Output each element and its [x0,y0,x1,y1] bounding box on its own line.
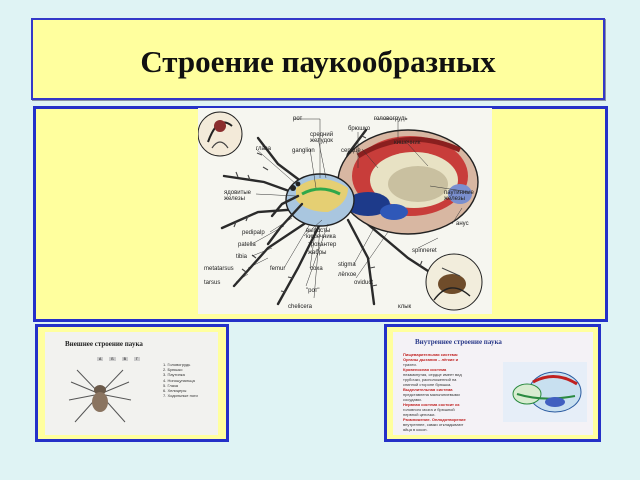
text-line: Кровеносная система [403,367,447,372]
text-line: яйца в кокон. [403,427,428,432]
external-structure-title: Внешнее строение паука [65,340,143,348]
list-item: 5. Глаза [163,382,178,388]
page-title: Строение паукообразных [140,44,496,79]
label-chelicera: chelicera [288,304,313,310]
label-metatarsus: metatarsus [204,266,234,272]
label-femur: femur [270,266,286,272]
cephalothorax [285,173,355,227]
text-line: Пищеварительная система: [403,352,459,357]
text-line: сосудами. [403,397,422,402]
text-line: внутреннее, самки откладывают [403,422,464,427]
list-item: 6. Хелицеры [163,387,187,393]
figure-letters: А Б В Г [97,357,140,361]
text-line: головного мозга и брюшной [403,407,455,412]
head-detail-inset [198,111,243,157]
figure-letter-v: В [121,357,128,361]
text-line: Органы дыхания – лёгкие и [403,357,459,362]
label-oviduct: oviduct [354,280,374,286]
internal-structure-text: Пищеварительная система: Органы дыхания … [403,352,485,432]
list-item: 4. Ногощупальца [163,377,195,383]
text-line: спинной стороне брюшка. [403,382,452,387]
label-tibia: tibia [236,254,248,260]
label-kishechnik: кишечник [394,140,421,146]
list-item: 1. Головогрудь [163,362,191,367]
figure-letter-a: А [97,357,104,361]
label-trochanter: трохантер [308,242,337,248]
spider-anatomy-drawing [198,111,483,311]
label-serdtse: сердце [341,148,361,154]
figure-letter-b: Б [109,357,116,361]
label-klyk: клык [398,304,412,310]
internal-structure-thumbnail[interactable]: Внутреннее строение паука Пищеварительна… [384,324,601,442]
label-rot-2: "рот" [306,288,320,294]
label-stigma: stigma [338,262,356,268]
label-zhabry: жабры [308,250,327,256]
spider-anatomy-diagram: рот головогрудь брюшко средний желудок г… [198,108,492,314]
label-yadovitye-zhelezy: ядовитые железы [224,190,252,202]
text-line: незамкнутая, сердце имеет вид [403,372,462,377]
internal-anatomy-drawing [503,362,587,422]
label-vyrosty-kishechnika: выросты кишечника [306,228,336,240]
label-lyogkoe: лёгкое [338,272,357,278]
list-item: 3. Паутинка [163,372,185,378]
abdomen [337,129,479,235]
title-panel: Строение паукообразных [31,18,605,100]
text-line: нервной цепочки. [403,412,436,417]
text-line: представлена мальпигиевыми [403,392,460,397]
external-structure-list: 1. Головогрудь 2. Брюшко 3. Паутинка 4. … [163,362,198,398]
internal-structure-slide: Внутреннее строение паука Пищеварительна… [393,332,593,435]
label-coxa: coxa [310,266,323,272]
external-structure-slide: Внешнее строение паука А Б В Г 1. Голово… [45,332,218,435]
internal-structure-title: Внутреннее строение паука [415,338,502,346]
label-golovogrud: головогрудь [374,116,408,122]
figure-letter-g: Г [133,357,140,361]
label-spinneret: spinneret [412,248,437,254]
label-patella: patella [238,242,256,248]
label-glaza: глаза [256,146,271,152]
label-bryushko: брюшко [348,126,371,132]
text-line: трубочки, расположенной на [403,377,457,382]
label-rot: рот [293,116,303,122]
label-pedipalp: pedipalp [242,230,265,236]
text-line: Выделительная система [403,387,453,392]
label-sredniy-zheludok: средний желудок [310,132,334,144]
spider-external-drawing [68,369,132,423]
label-anus: анус [456,221,469,227]
list-item: 7. Ходильные ноги [163,393,198,399]
label-tarsus: tarsus [204,280,221,286]
label-pautinnye-zhelezy: паутинные железы [444,190,474,202]
leader-lines [235,118,471,299]
text-line: Размножение. Оплодотворение [403,417,466,422]
text-line: Нервная система состоит из [403,402,460,407]
list-item: 2. Брюшко [163,367,183,373]
label-ganglion: ganglion [292,148,315,154]
spinneret-detail-inset [425,253,483,311]
external-structure-thumbnail[interactable]: Внешнее строение паука А Б В Г 1. Голово… [35,324,229,442]
text-line: трахеи. [403,362,417,367]
